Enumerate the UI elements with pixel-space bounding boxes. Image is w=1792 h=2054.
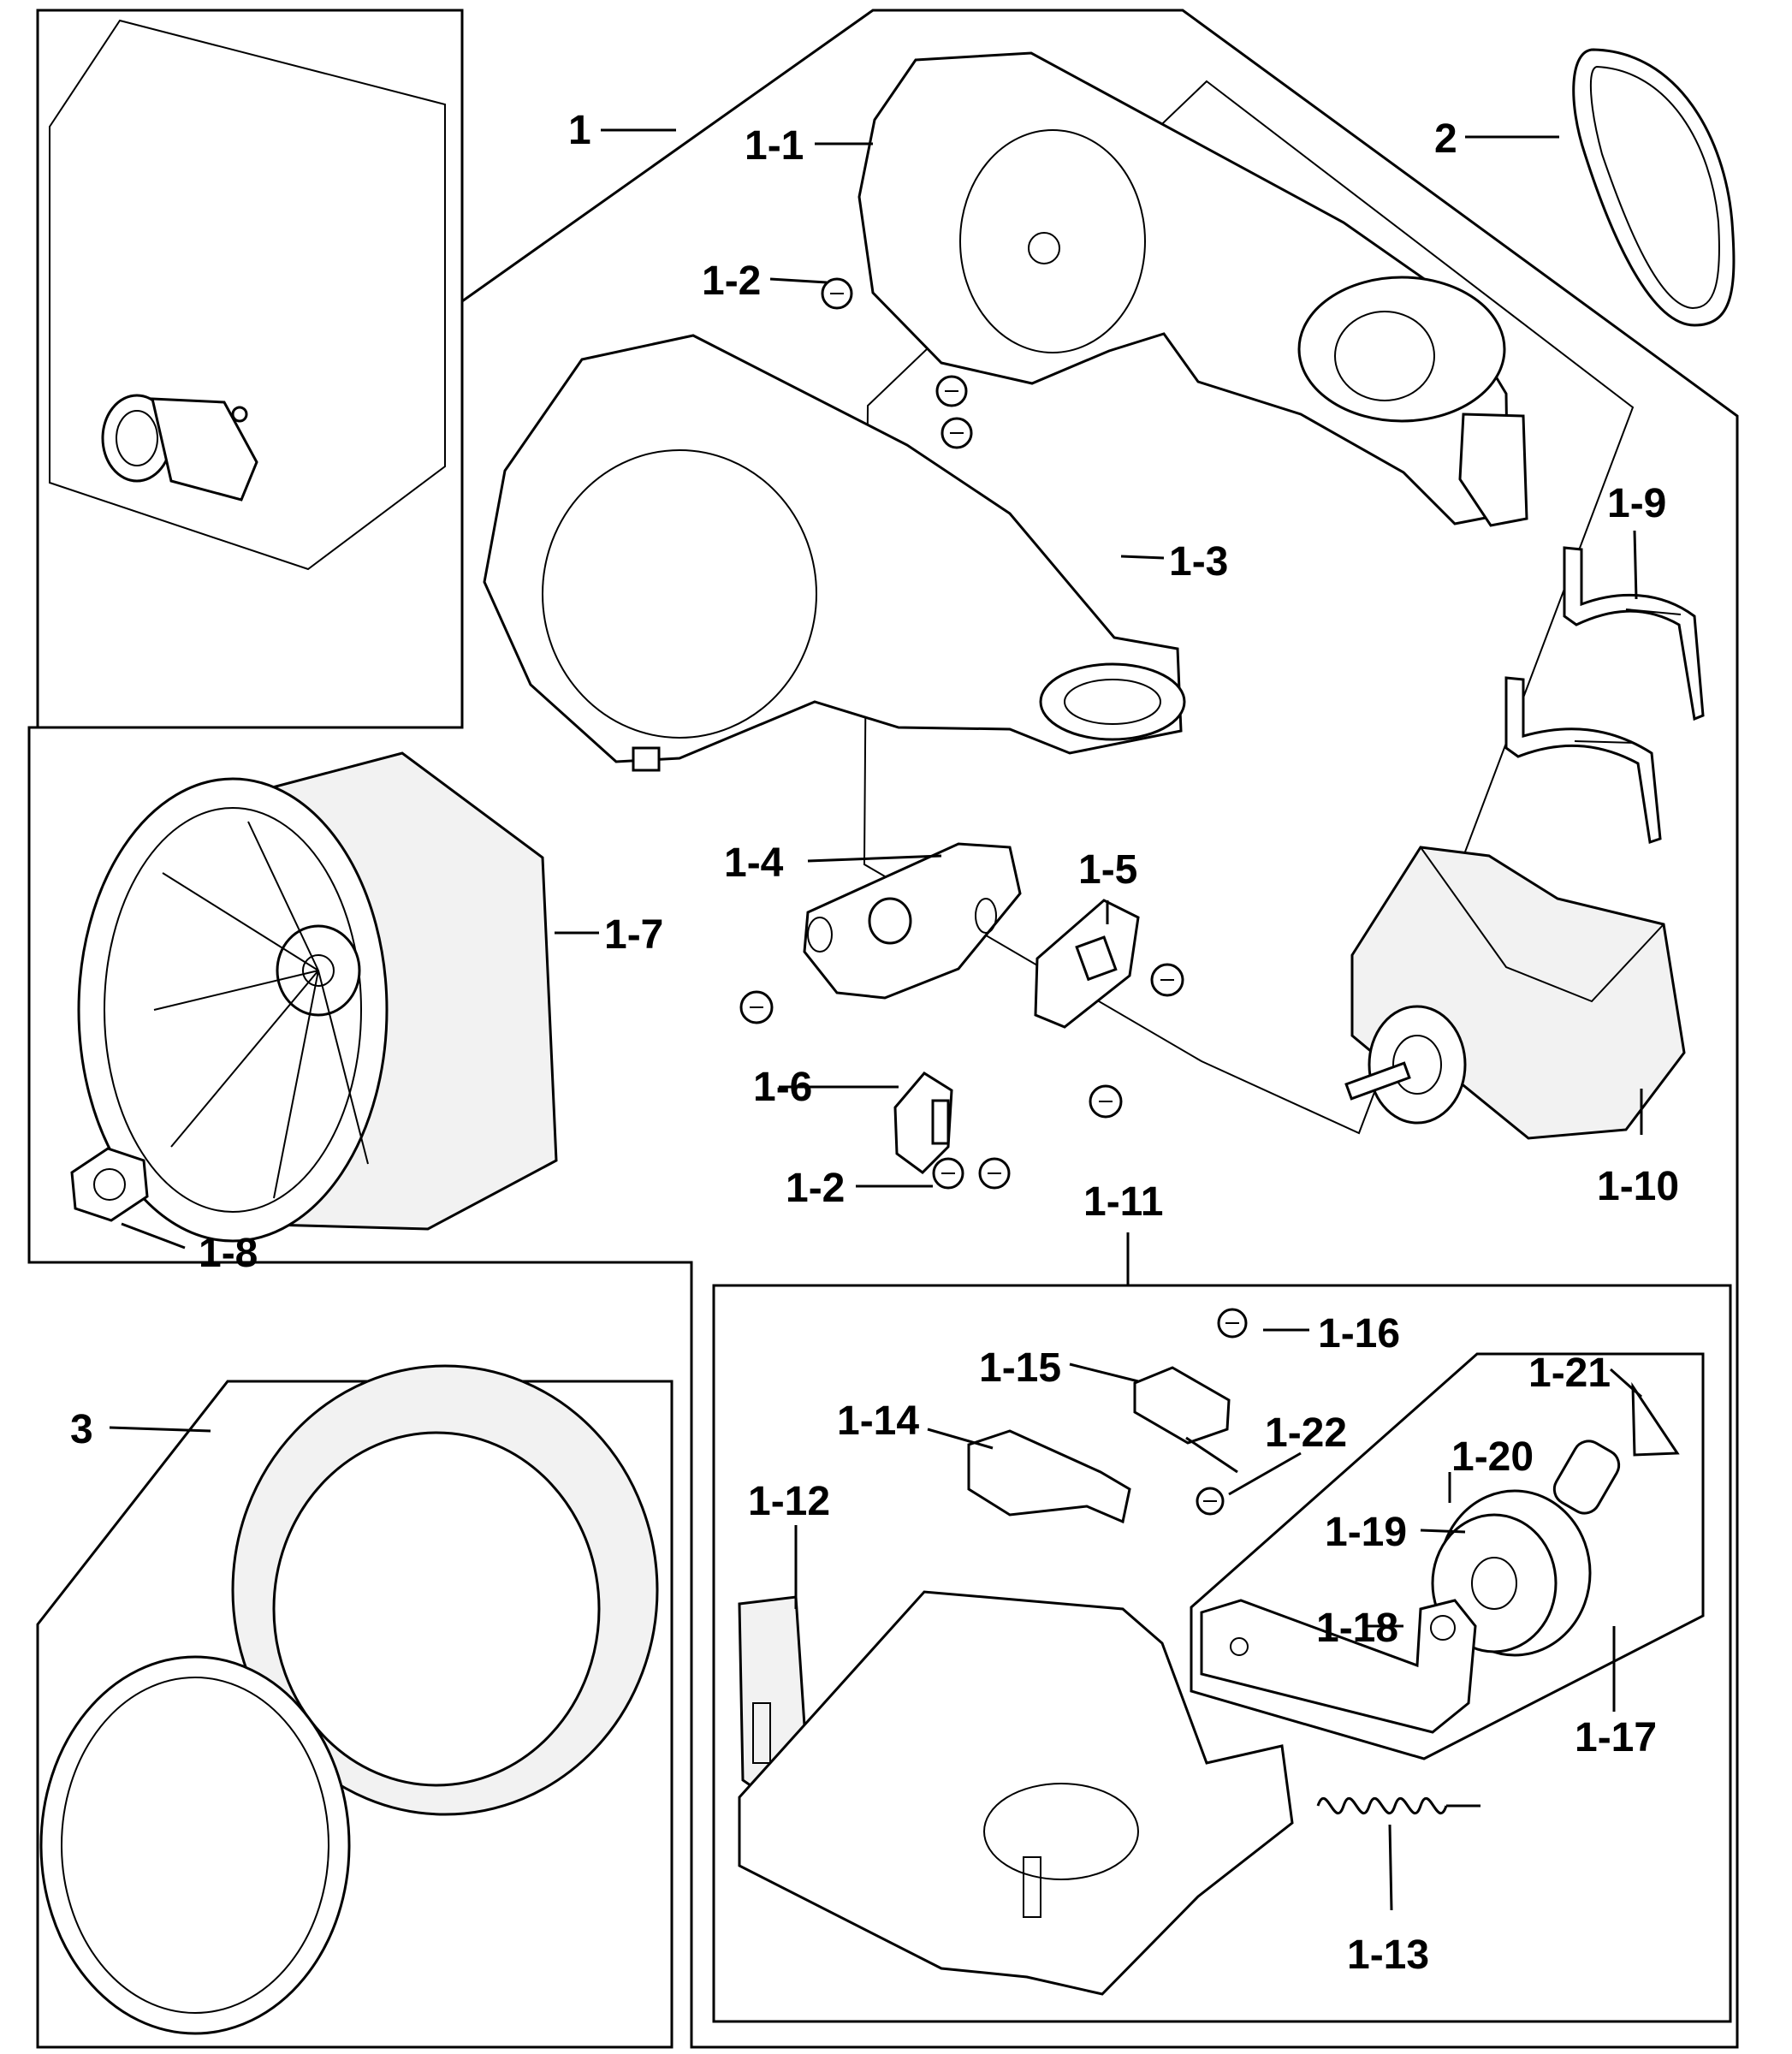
label-1-7: 1-7 <box>604 912 663 958</box>
screw-icon <box>821 277 973 449</box>
label-1-2-bottom: 1-2 <box>786 1166 845 1211</box>
subassembly-1-11-box <box>712 1284 1732 2023</box>
belt-icon <box>1572 48 1736 327</box>
thermostat-icon <box>1034 899 1140 1029</box>
label-1: 1 <box>568 108 591 153</box>
label-1-18: 1-18 <box>1316 1606 1398 1651</box>
label-2: 2 <box>1434 116 1457 162</box>
blower-front-housing-icon <box>483 334 1186 772</box>
sensor-cover-icon <box>803 842 1022 1000</box>
label-1-9: 1-9 <box>1607 481 1666 526</box>
thermal-fuse-icon <box>893 1072 953 1174</box>
label-1-20: 1-20 <box>1451 1434 1534 1480</box>
label-1-13: 1-13 <box>1347 1932 1429 1978</box>
label-3: 3 <box>70 1407 93 1452</box>
label-1-2-top: 1-2 <box>702 258 761 304</box>
fan-wheel-icon <box>77 751 558 1243</box>
inset-blower-thumbnail-icon <box>101 394 258 502</box>
idler-arm-icon <box>1200 1599 1477 1734</box>
label-1-15: 1-15 <box>979 1345 1061 1391</box>
pin-icon <box>1552 1381 1680 1515</box>
label-1-14: 1-14 <box>837 1398 919 1444</box>
bracket-icon <box>1504 546 1705 844</box>
nut-icon <box>70 1147 149 1222</box>
screw-icon <box>1196 1487 1225 1516</box>
label-1-1: 1-1 <box>745 123 804 169</box>
label-1-6: 1-6 <box>753 1065 812 1110</box>
label-1-3: 1-3 <box>1169 539 1228 585</box>
label-1-8: 1-8 <box>199 1231 258 1276</box>
leader-lines <box>109 128 1643 1911</box>
base-bracket-icon <box>738 1590 1294 1996</box>
duct-ring-icon <box>39 1364 659 2035</box>
inset-box <box>36 9 464 729</box>
label-1-11: 1-11 <box>1083 1179 1163 1225</box>
label-1-5: 1-5 <box>1078 847 1137 893</box>
screw-icon <box>739 963 1184 1190</box>
label-1-12: 1-12 <box>748 1479 830 1524</box>
label-1-4: 1-4 <box>724 840 784 886</box>
switch-bracket-icon <box>967 1429 1131 1524</box>
blower-back-housing-icon <box>857 51 1528 527</box>
inset-cabinet-outline <box>49 19 446 571</box>
switch-icon <box>1133 1366 1238 1474</box>
label-1-19: 1-19 <box>1325 1510 1407 1555</box>
part-3-box <box>36 1380 673 2049</box>
screw-icon <box>1217 1308 1248 1339</box>
callout-labels: 1 1-1 1-2 1-3 2 1-9 1-4 1-5 1-7 1-6 1-2 … <box>70 108 1679 1978</box>
label-1-17: 1-17 <box>1575 1715 1657 1760</box>
label-1-21: 1-21 <box>1528 1351 1611 1396</box>
label-1-16: 1-16 <box>1318 1311 1400 1356</box>
subassembly-1-17-box <box>1190 1352 1705 1760</box>
label-1-22: 1-22 <box>1265 1410 1347 1456</box>
motor-icon <box>1344 846 1686 1140</box>
label-1-10: 1-10 <box>1597 1164 1679 1209</box>
motor-panel-outline <box>863 80 1635 1135</box>
spring-icon <box>1316 1797 1480 1814</box>
